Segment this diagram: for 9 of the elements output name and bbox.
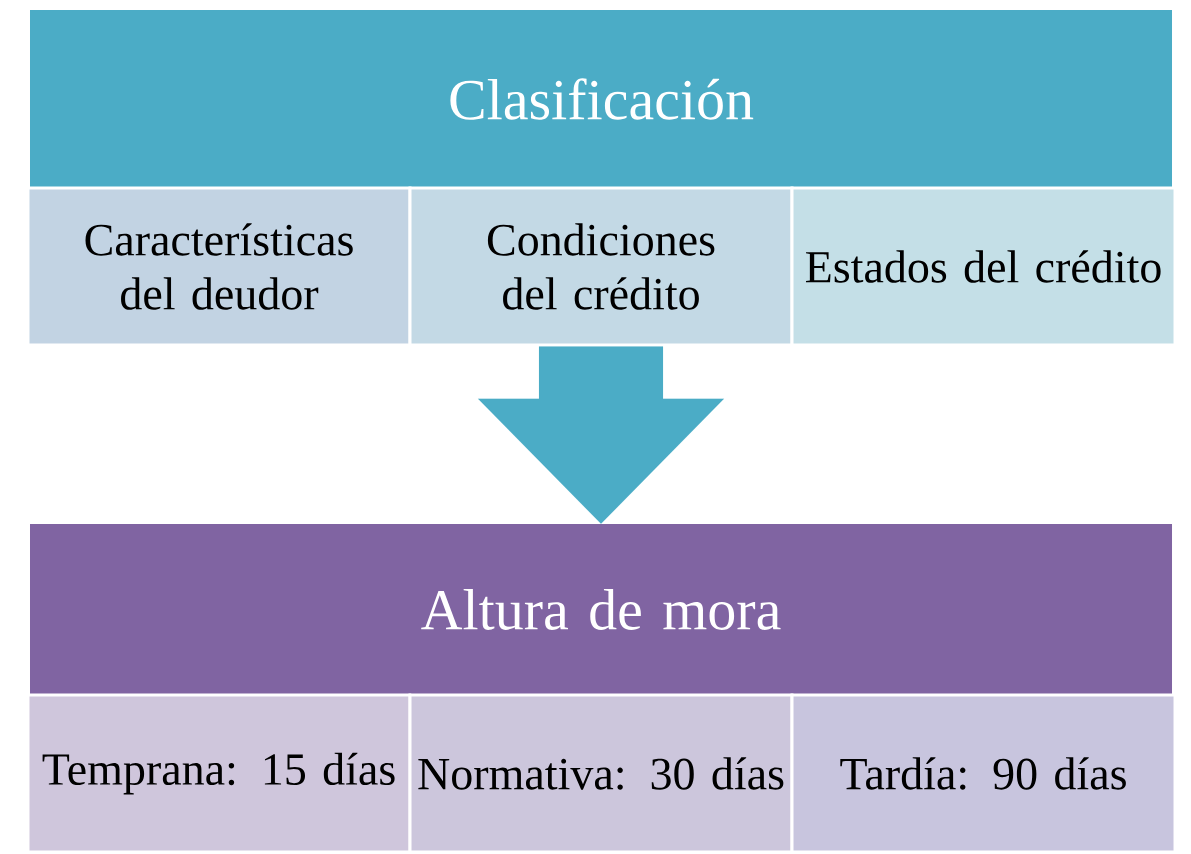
header-band: Altura de mora <box>30 524 1172 695</box>
category-box: Tardía: 90 días <box>790 693 1177 854</box>
category-box: Condiciones del crédito <box>408 186 794 347</box>
block-arrow <box>477 346 725 524</box>
category-box: Normativa: 30 días <box>408 693 794 854</box>
header-band: Clasificación <box>30 10 1172 188</box>
category-box: Temprana: 15 días <box>26 693 412 854</box>
category-box: Estados del crédito <box>790 186 1177 347</box>
category-box: Características del deudor <box>26 186 412 347</box>
